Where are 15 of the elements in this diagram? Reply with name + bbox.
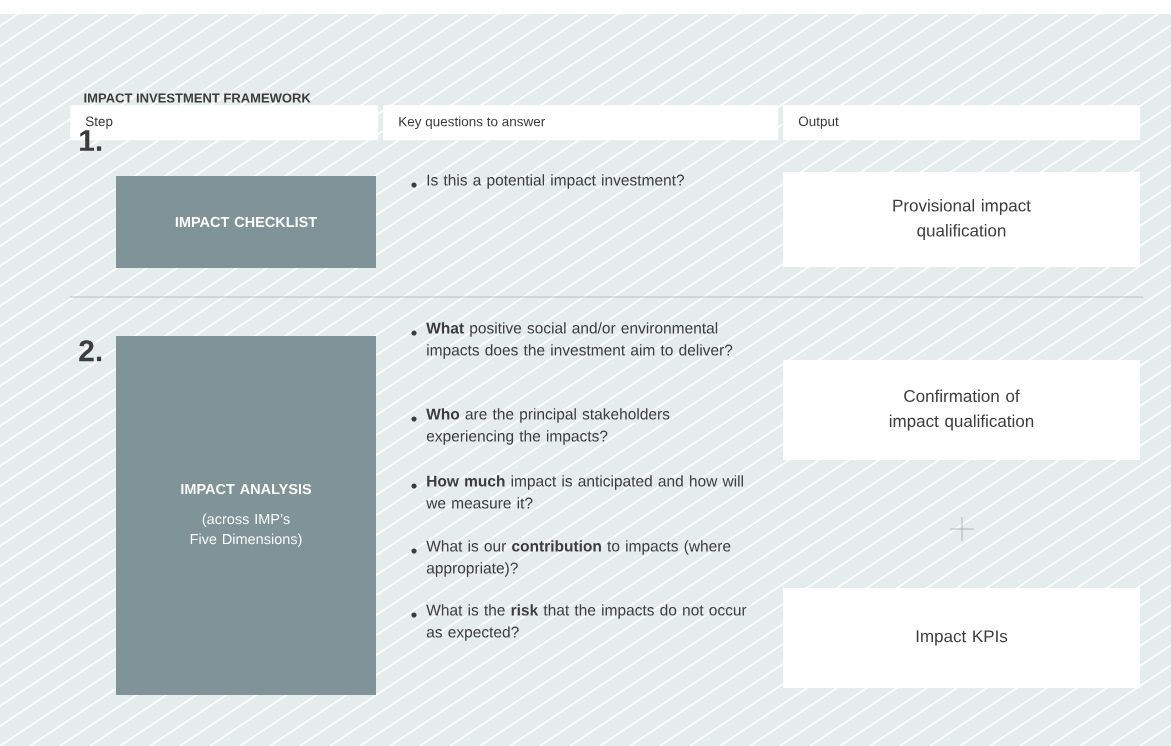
step-number: 2.: [79, 340, 102, 362]
step-box: IMPACT ANALYSIS (across IMP’s Five Dimensions): [116, 336, 376, 695]
question-text: Is this a potential impact investment?: [427, 174, 685, 189]
question-text: How much impact is anticipated and how will we measure it?: [426, 475, 743, 509]
column-header: Key questions to answer: [383, 105, 779, 141]
question-text: What positive social and/or environmental impacts does the investment aim to deliver?: [426, 322, 733, 359]
output-box: Provisional impact qualification: [783, 172, 1140, 267]
output-box: Confirmation of impact qualification: [783, 360, 1140, 460]
step-box: IMPACT CHECKLIST: [116, 176, 376, 268]
column-header: Output: [783, 105, 1141, 141]
title: IMPACT INVESTMENT FRAMEWORK: [84, 93, 311, 103]
question-text: Who are the principal stakeholders experiencing the impacts?: [426, 408, 670, 445]
question-text: What is the risk that the impacts do not occur as expected?: [426, 604, 747, 641]
question-text: What is our contribution to impacts (where appropriate)?: [426, 540, 731, 577]
output-box: Impact KPIs: [783, 588, 1140, 688]
